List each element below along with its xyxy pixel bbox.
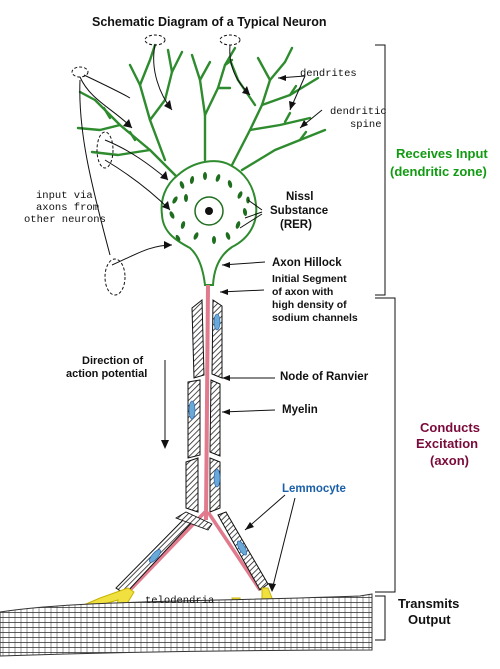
label-initial-2: of axon with bbox=[272, 286, 333, 298]
label-nissl-2: Substance bbox=[270, 205, 328, 217]
arrow-heads bbox=[123, 75, 308, 592]
dendrite-tree bbox=[76, 43, 327, 180]
axon-collaterals bbox=[115, 510, 269, 595]
label-dendrites: dendrites bbox=[300, 68, 357, 80]
label-initial-1: Initial Segment bbox=[272, 273, 347, 285]
label-myelin: Myelin bbox=[282, 404, 318, 416]
label-nissl-1: Nissl bbox=[286, 191, 314, 203]
diagram-title: Schematic Diagram of a Typical Neuron bbox=[92, 15, 327, 29]
zone-receives-1: Receives Input bbox=[396, 146, 488, 161]
muscle-fibers bbox=[0, 593, 373, 657]
label-dendritic-spine-2: spine bbox=[350, 119, 382, 131]
nissl-granules bbox=[169, 172, 250, 244]
axon-core bbox=[204, 284, 210, 521]
label-direction-2: action potential bbox=[66, 368, 147, 380]
label-nissl-3: (RER) bbox=[280, 219, 312, 231]
zone-transmits-2: Output bbox=[408, 612, 451, 627]
label-direction-1: Direction of bbox=[82, 355, 143, 367]
leader-lines bbox=[71, 34, 396, 641]
label-initial-3: high density of bbox=[272, 299, 347, 311]
labels: dendrites dendritic spine input via axon… bbox=[24, 68, 488, 627]
zone-conducts-1: Conducts bbox=[420, 420, 480, 435]
zone-transmits-1: Transmits bbox=[398, 596, 459, 611]
myelin-sheath bbox=[185, 298, 223, 513]
label-telodendria: telodendria bbox=[145, 595, 214, 607]
label-input-2: axons from bbox=[36, 202, 99, 214]
zone-conducts-3: (axon) bbox=[430, 453, 469, 468]
zone-receives-2: (dendritic zone) bbox=[390, 164, 487, 179]
label-dendritic-spine-1: dendritic bbox=[330, 106, 387, 118]
label-input-3: other neurons bbox=[24, 214, 106, 226]
label-input-1: input via bbox=[36, 190, 93, 202]
label-axon-hillock: Axon Hillock bbox=[272, 257, 342, 269]
label-node-of-ranvier: Node of Ranvier bbox=[280, 371, 369, 383]
nucleolus bbox=[205, 207, 213, 215]
schwann-nuclei bbox=[188, 313, 221, 488]
label-initial-4: sodium channels bbox=[272, 312, 358, 324]
label-lemmocyte: Lemmocyte bbox=[282, 483, 346, 495]
zone-conducts-2: Excitation bbox=[416, 436, 478, 451]
